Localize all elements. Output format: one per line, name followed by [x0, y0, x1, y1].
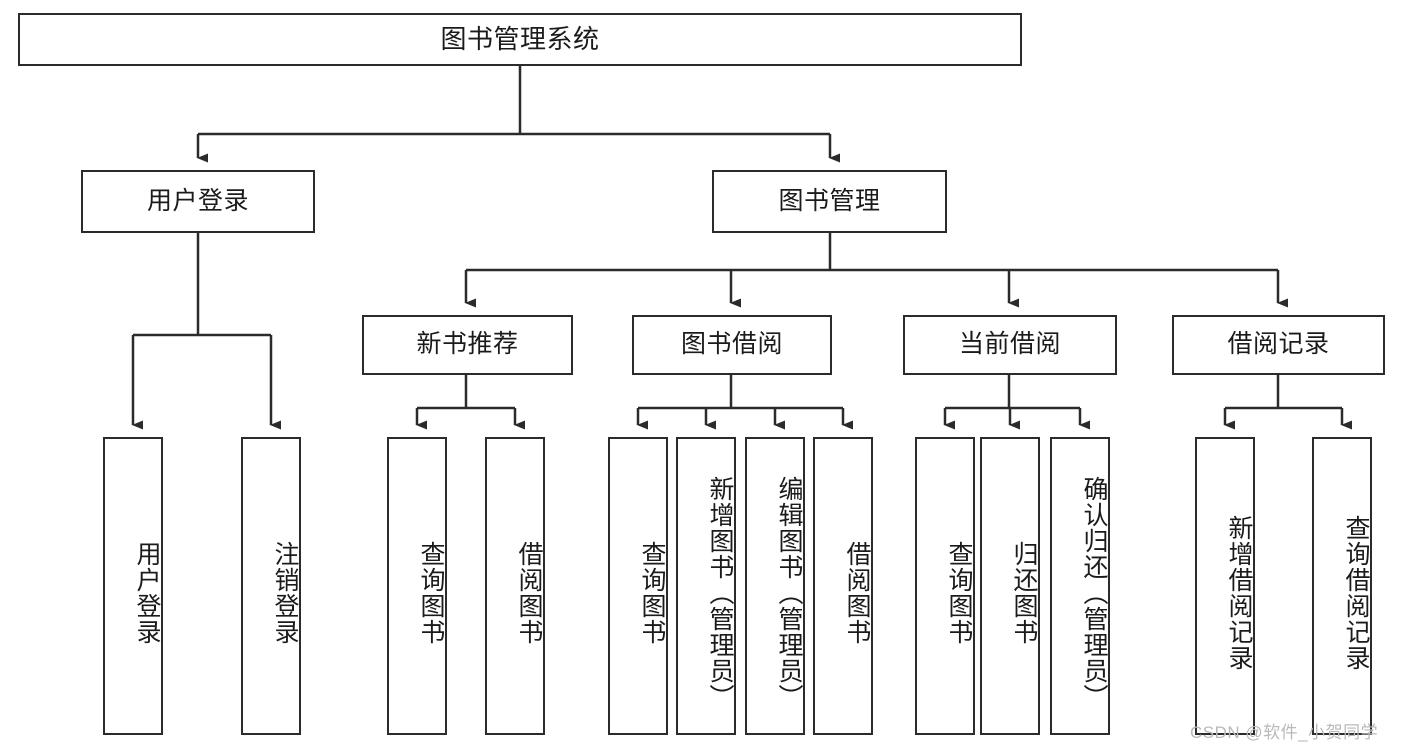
node-leaf-borrow-book-recommend[interactable]: 借阅图书: [485, 437, 545, 735]
node-label: 借阅图书: [515, 541, 543, 645]
node-book-management[interactable]: 图书管理: [712, 170, 947, 233]
csdn-watermark: CSDN @软件_小贺同学: [1190, 723, 1379, 742]
node-label: 新书推荐: [416, 330, 519, 359]
node-current-borrow[interactable]: 当前借阅: [903, 315, 1117, 375]
node-label: 图书管理系统: [440, 24, 600, 55]
node-leaf-add-borrow-record[interactable]: 新增借阅记录: [1195, 437, 1255, 735]
node-label: 查询图书: [417, 541, 445, 645]
node-leaf-borrow-book[interactable]: 借阅图书: [813, 437, 873, 735]
node-book-borrow[interactable]: 图书借阅: [632, 315, 832, 375]
node-label: 用户登录: [133, 541, 161, 645]
node-label: 新增图书（管理员）: [706, 476, 734, 710]
node-label: 借阅图书: [843, 541, 871, 645]
node-label: 图书管理: [778, 186, 881, 215]
node-leaf-logout[interactable]: 注销登录: [241, 437, 301, 735]
node-leaf-confirm-return-admin[interactable]: 确认归还（管理员）: [1050, 437, 1110, 735]
node-label: 查询图书: [638, 541, 666, 645]
node-label: 编辑图书（管理员）: [775, 476, 803, 710]
node-leaf-query-borrow-record[interactable]: 查询借阅记录: [1312, 437, 1372, 735]
node-label: 图书借阅: [680, 330, 783, 359]
node-leaf-add-book-admin[interactable]: 新增图书（管理员）: [676, 437, 736, 735]
node-leaf-query-book-current[interactable]: 查询图书: [915, 437, 975, 735]
node-leaf-query-book-recommend[interactable]: 查询图书: [387, 437, 447, 735]
node-root-book-management-system[interactable]: 图书管理系统: [18, 13, 1022, 66]
node-label: 查询借阅记录: [1342, 515, 1370, 671]
node-label: 借阅记录: [1227, 330, 1330, 359]
node-leaf-query-book-borrow[interactable]: 查询图书: [608, 437, 668, 735]
node-borrow-record[interactable]: 借阅记录: [1172, 315, 1385, 375]
node-label: 确认归还（管理员）: [1080, 476, 1108, 710]
node-label: 用户登录: [146, 186, 249, 215]
node-leaf-user-login[interactable]: 用户登录: [103, 437, 163, 735]
node-label: 查询图书: [945, 541, 973, 645]
node-user-login[interactable]: 用户登录: [81, 170, 315, 233]
node-label: 当前借阅: [958, 330, 1061, 359]
node-label: 新增借阅记录: [1225, 515, 1253, 671]
node-new-book-recommend[interactable]: 新书推荐: [362, 315, 573, 375]
node-leaf-edit-book-admin[interactable]: 编辑图书（管理员）: [745, 437, 805, 735]
node-label: 归还图书: [1010, 541, 1038, 645]
node-label: 注销登录: [271, 541, 299, 645]
node-leaf-return-book[interactable]: 归还图书: [980, 437, 1040, 735]
